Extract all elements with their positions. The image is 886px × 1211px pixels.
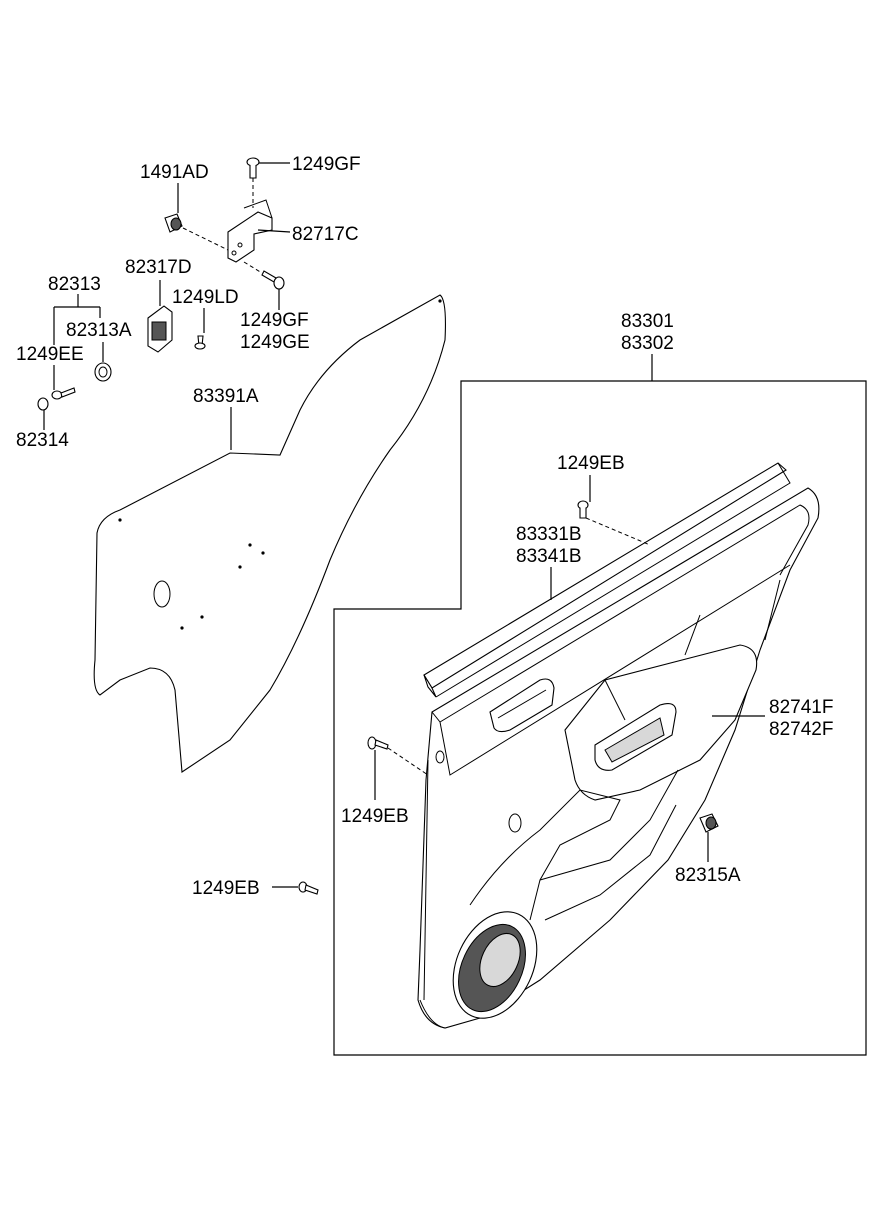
screw-1249EB-left: [367, 736, 389, 750]
label-1491AD: 1491AD: [140, 162, 209, 183]
label-82313: 82313: [48, 274, 101, 295]
label-82315A: 82315A: [675, 865, 741, 886]
label-1249EB-bottom: 1249EB: [192, 878, 260, 899]
label-1249GF-mid: 1249GF: [240, 310, 309, 331]
label-82742F: 82742F: [769, 719, 833, 740]
label-1249LD: 1249LD: [172, 287, 239, 308]
bracket-82717C: [227, 199, 273, 263]
weatherstrip-83331B: [423, 462, 791, 698]
label-82317D: 82317D: [125, 257, 192, 278]
label-82717C: 82717C: [292, 224, 359, 245]
label-1249EB-left: 1249EB: [341, 806, 409, 827]
screw-1249LD: [194, 335, 206, 350]
label-83302: 83302: [621, 333, 674, 354]
grommet-82313A: [94, 362, 112, 382]
door-pad-83391A: [93, 294, 446, 773]
label-1249GF-top: 1249GF: [292, 154, 361, 175]
label-83341B: 83341B: [516, 546, 582, 567]
plug-82314: [37, 397, 49, 411]
pad-dots: [118, 299, 442, 630]
assembly-box-outline: [333, 380, 867, 1056]
clip-1491AD: [164, 213, 183, 233]
screw-1249EB-top: [577, 500, 589, 519]
screw-1249EE: [51, 387, 76, 400]
screw-1249GF-mid: [261, 270, 285, 290]
label-82314: 82314: [16, 430, 69, 451]
label-83331B: 83331B: [516, 524, 582, 545]
label-82313A: 82313A: [66, 320, 132, 341]
label-82741F: 82741F: [769, 697, 833, 718]
screw-1249EB-bottom: [298, 881, 319, 895]
clip-82315A: [699, 813, 719, 833]
screw-1249GF-top: [246, 157, 260, 179]
label-1249GE: 1249GE: [240, 332, 310, 353]
label-83301: 83301: [621, 311, 674, 332]
label-1249EB-top: 1249EB: [557, 453, 625, 474]
label-1249EE: 1249EE: [16, 344, 84, 365]
leader-82313: [53, 294, 101, 345]
bracket-82317D: [147, 305, 173, 353]
door-trim-panel: [417, 487, 820, 1029]
label-83391A: 83391A: [193, 386, 259, 407]
pad-hole: [153, 580, 171, 608]
